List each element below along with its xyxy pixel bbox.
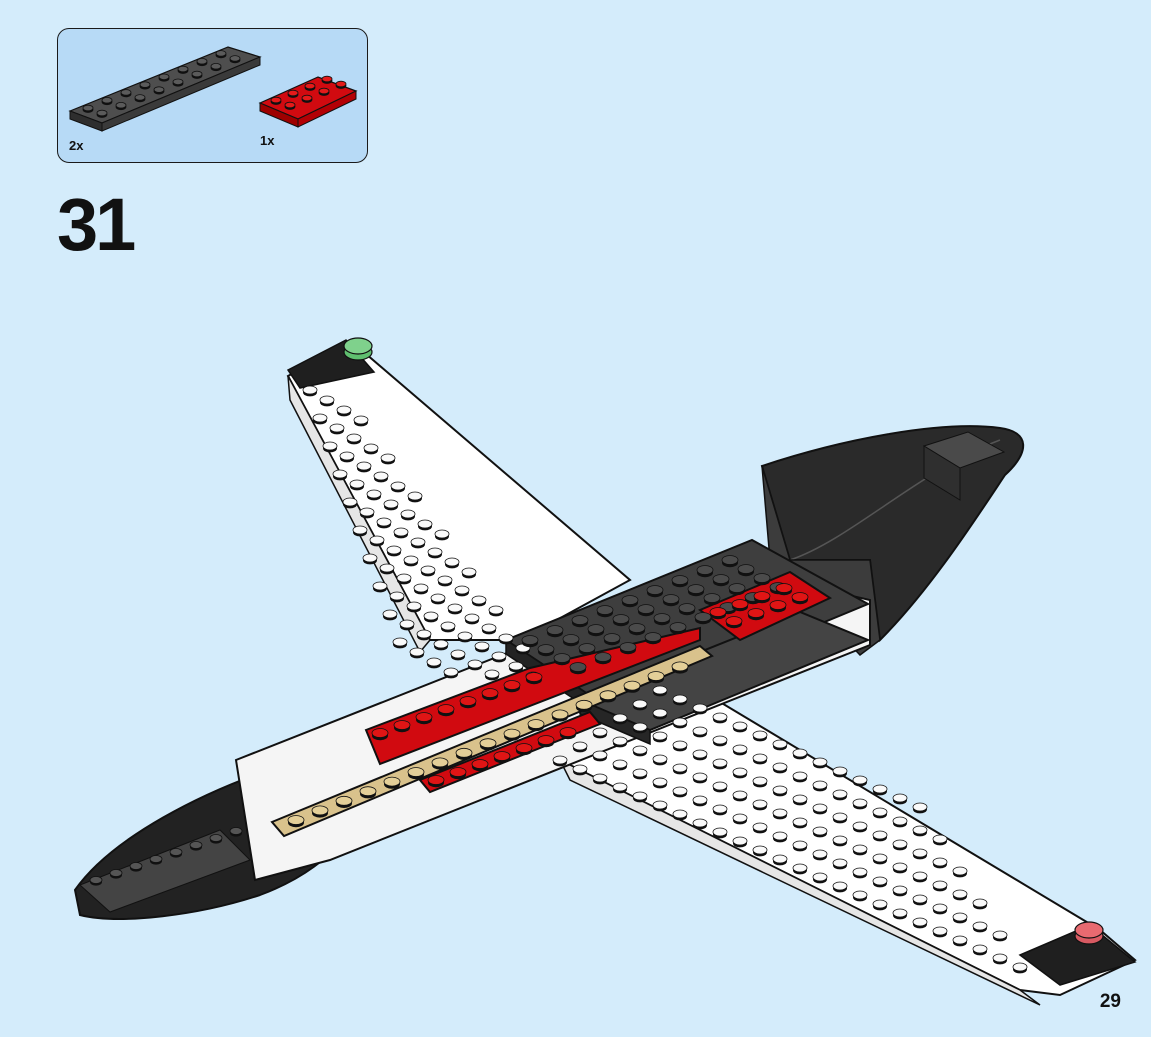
page-number: 29 bbox=[1100, 991, 1121, 1013]
nav-light-red bbox=[1075, 922, 1103, 944]
nav-light-green bbox=[344, 338, 372, 360]
